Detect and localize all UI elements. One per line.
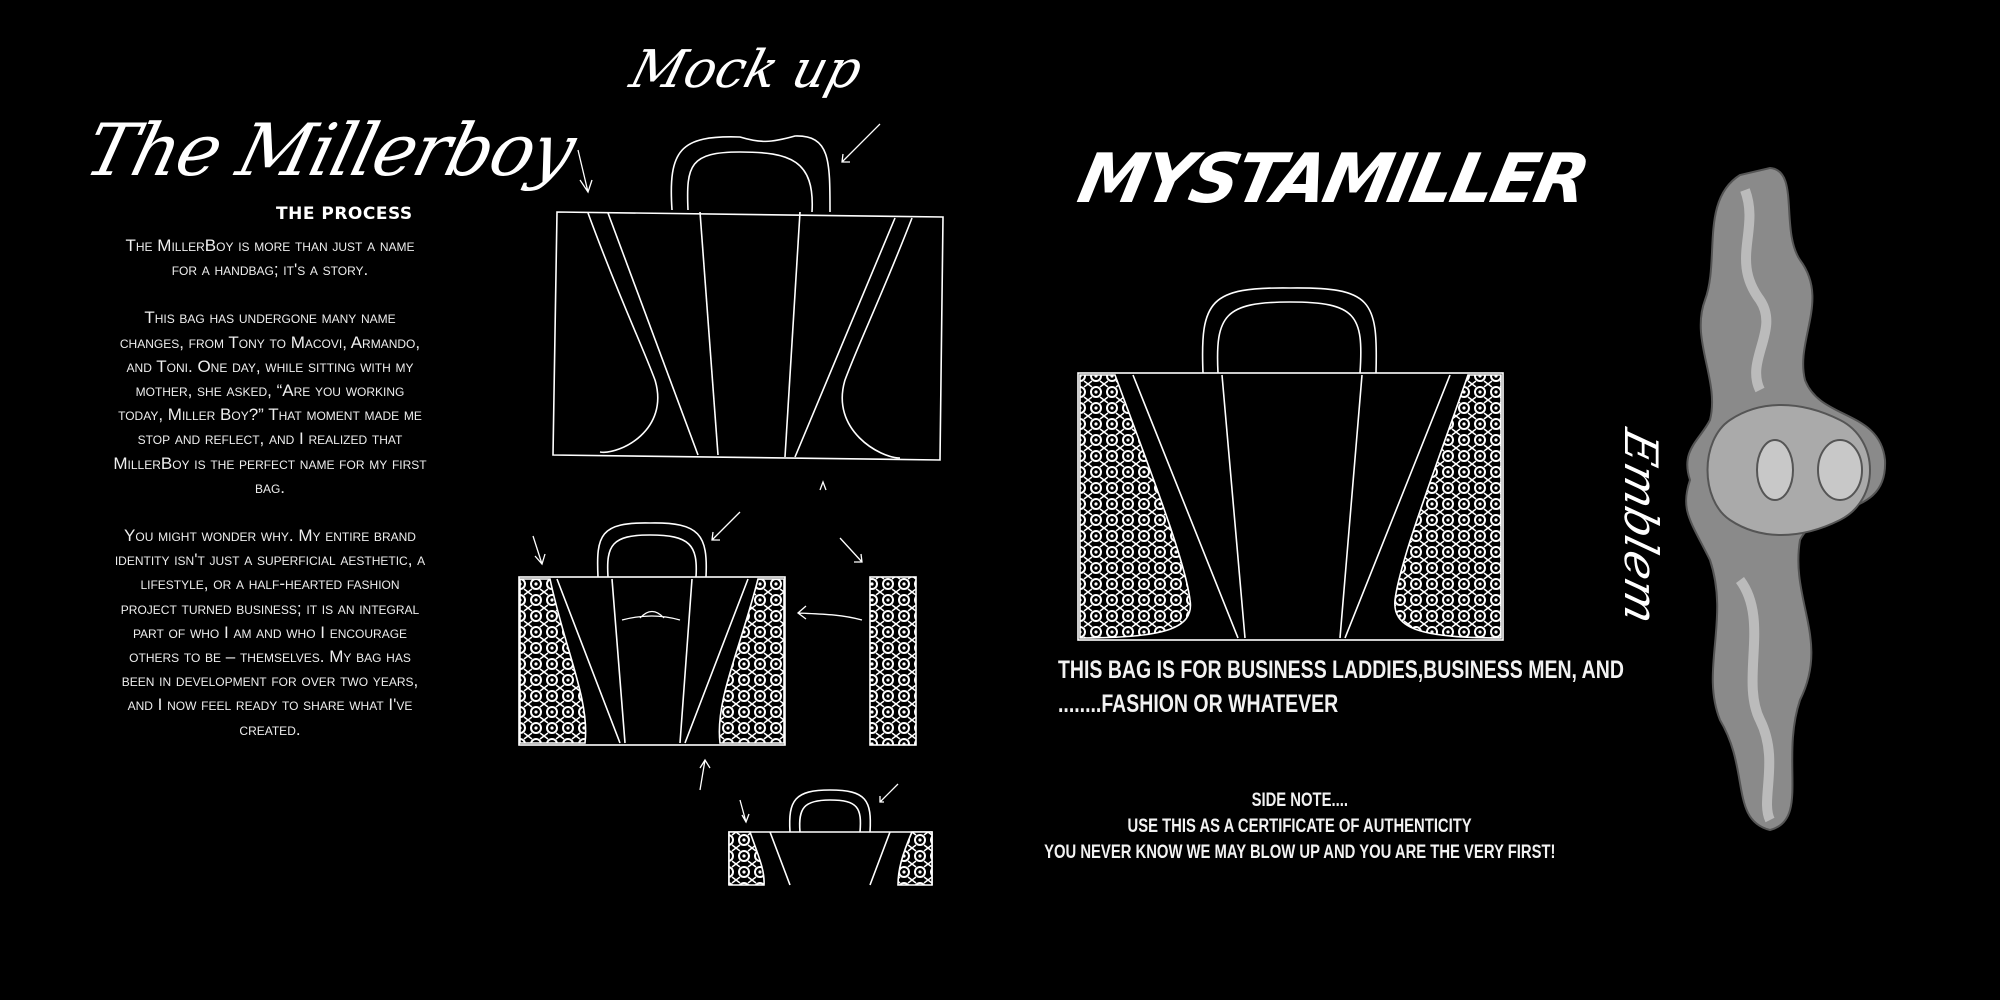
mockup-pattern-strip: [869, 576, 917, 746]
side-note-text: USE THIS AS A CERTIFICATE OF AUTHENTICIT…: [1127, 816, 1473, 837]
side-note-heading: SIDE NOTE....: [950, 790, 1650, 812]
story-text: The MillerBoy is more than just a name f…: [112, 234, 428, 766]
page-title: The Millerboy: [77, 108, 583, 192]
side-note-text: YOU NEVER KNOW WE MAY BLOW UP AND YOU AR…: [1044, 842, 1556, 863]
arrow-icons: [532, 123, 899, 824]
side-note-line: USE THIS AS A CERTIFICATE OF AUTHENTICIT…: [950, 816, 1650, 838]
story-paragraph: This bag has undergone many name changes…: [113, 308, 427, 497]
mockup-heading: Mock up: [623, 40, 869, 100]
side-note-line: YOU NEVER KNOW WE MAY BLOW UP AND YOU AR…: [950, 842, 1650, 864]
audience-line-1: THIS BAG IS FOR BUSINESS LADDIES,BUSINES…: [1058, 656, 1624, 684]
brand-logo: MYSTAMILLER: [1071, 140, 1594, 219]
mockup-main-bag-sketch: [552, 135, 944, 461]
mockup-patterned-bag-sketch: [518, 522, 786, 746]
audience-line-2: ........FASHION OR WHATEVER: [1058, 690, 1339, 718]
side-note-text: SIDE NOTE....: [1251, 790, 1349, 811]
emblem-label: Emblem: [1614, 423, 1669, 631]
featured-bag-illustration: [1077, 287, 1504, 641]
story-paragraph: You might wonder why. My entire brand id…: [114, 526, 426, 739]
subtitle: THE PROCESS: [276, 204, 413, 224]
mockup-partial-bag-sketch: [728, 789, 933, 886]
emblem-icon: [1685, 166, 1887, 832]
story-paragraph: The MillerBoy is more than just a name f…: [125, 236, 415, 280]
